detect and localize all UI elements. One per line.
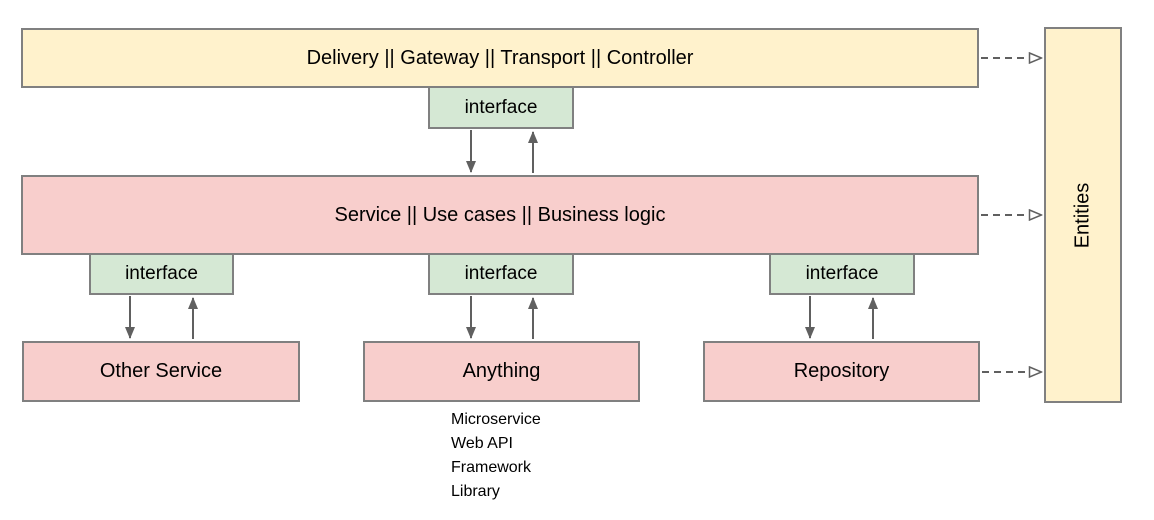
entities-label: Entities bbox=[1071, 182, 1094, 248]
example-item: Library bbox=[451, 483, 500, 500]
node-interface-left: interface bbox=[89, 253, 234, 295]
node-interface-middle: interface bbox=[428, 253, 574, 295]
node-interface-top: interface bbox=[428, 86, 574, 129]
example-item: Framework bbox=[451, 459, 532, 476]
other-service-label: Other Service bbox=[99, 360, 223, 382]
delivery-label: Delivery || Gateway || Transport || Cont… bbox=[306, 46, 694, 69]
interface-label: interface bbox=[125, 263, 198, 284]
service-label: Service || Use cases || Business logic bbox=[334, 203, 666, 226]
interface-label: interface bbox=[464, 263, 538, 284]
anything-label: Anything bbox=[462, 360, 541, 382]
interface-label: interface bbox=[805, 263, 879, 284]
interface-label: interface bbox=[464, 96, 538, 118]
node-other-service: Other Service bbox=[22, 341, 300, 402]
anything-examples-list: Microservice Web API Framework Library bbox=[451, 408, 541, 504]
node-anything: Anything bbox=[363, 341, 640, 402]
node-interface-right: interface bbox=[769, 253, 915, 295]
node-repository: Repository bbox=[703, 341, 980, 402]
node-service-usecases-business-logic: Service || Use cases || Business logic bbox=[21, 175, 979, 255]
example-item: Microservice bbox=[451, 411, 541, 428]
node-entities: Entities bbox=[1044, 27, 1122, 403]
repository-label: Repository bbox=[793, 360, 890, 382]
node-delivery-gateway-transport-controller: Delivery || Gateway || Transport || Cont… bbox=[21, 28, 979, 88]
example-item: Web API bbox=[451, 435, 513, 452]
